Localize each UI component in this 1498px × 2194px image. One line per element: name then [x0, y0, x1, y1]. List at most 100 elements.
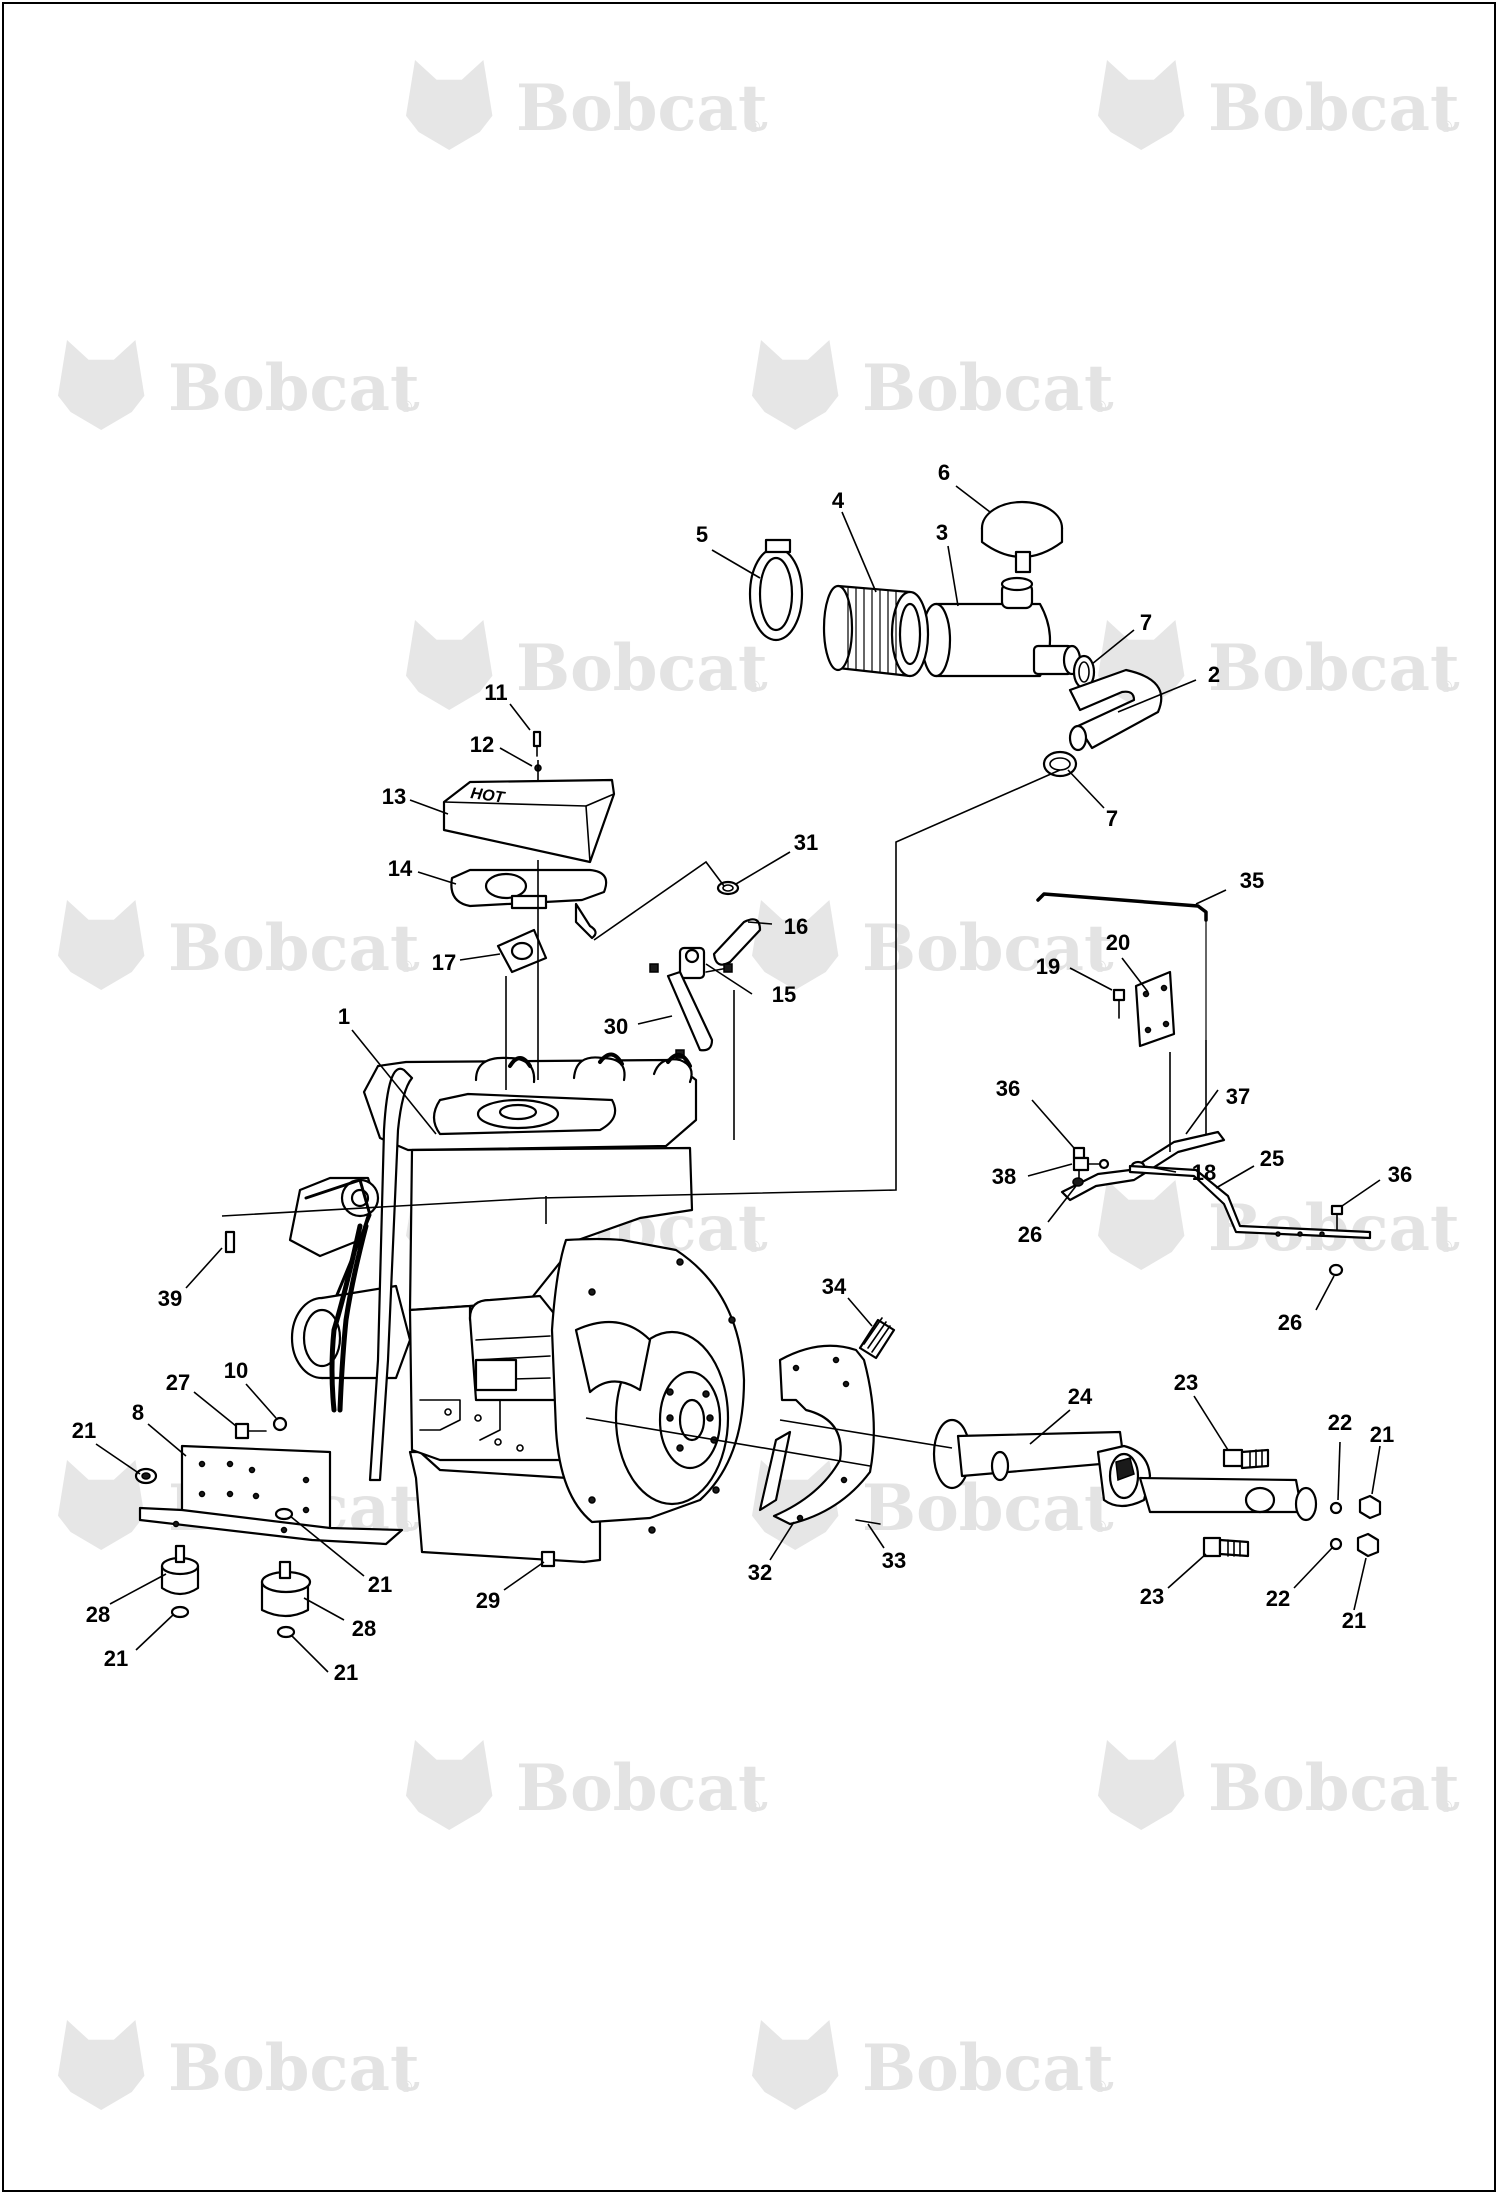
bobcat-logo-icon: [406, 1740, 493, 1830]
callout-18: 18: [1192, 1160, 1216, 1185]
watermark-registered-mark: ®: [398, 397, 414, 416]
bobcat-watermark: Bobcat®: [1098, 60, 1460, 150]
watermark-brand: Bobcat: [862, 911, 1114, 986]
callout-30: 30: [604, 1014, 628, 1039]
callouts: 1 2 3 4 5 6 7 7 8 10 11 12 13: [72, 460, 1412, 1685]
callout-8: 8: [132, 1400, 144, 1425]
bobcat-watermark: Bobcat®: [752, 900, 1114, 990]
callout-11: 11: [484, 680, 507, 705]
watermark-registered-mark: ®: [398, 2077, 414, 2096]
watermark-registered-mark: ®: [746, 117, 762, 136]
breather-clamp: [716, 880, 740, 896]
bobcat-watermark: Bobcat®: [752, 340, 1114, 430]
callout-21-a: 21: [72, 1418, 96, 1443]
breather-bracket: [649, 946, 733, 980]
bobcat-watermark: Bobcat®: [406, 620, 768, 710]
watermark-registered-mark: ®: [398, 1517, 414, 1536]
bobcat-logo-icon: [58, 340, 145, 430]
hot-warning-label: HOT: [469, 785, 506, 807]
throttle-group: [1036, 892, 1372, 1277]
throttle-bolt: [1112, 988, 1126, 1019]
callout-26-a: 26: [1018, 1222, 1042, 1247]
callout-34: 34: [822, 1274, 847, 1299]
bobcat-watermark: Bobcat®: [58, 900, 420, 990]
shaft-washer-lower: [1329, 1537, 1343, 1551]
callout-31: 31: [794, 830, 818, 855]
callout-25: 25: [1260, 1146, 1284, 1171]
bobcat-watermark: Bobcat®: [406, 60, 768, 150]
watermark-brand: Bobcat: [168, 2031, 420, 2106]
rod-nut: [1328, 1263, 1344, 1277]
watermark-registered-mark: ®: [746, 677, 762, 696]
callout-23-a: 23: [1174, 1370, 1198, 1395]
shaft-nut-lower: [1356, 1532, 1380, 1558]
shaft-nut-upper: [1358, 1494, 1382, 1520]
callout-13: 13: [382, 784, 406, 809]
callout-39: 39: [158, 1286, 182, 1311]
watermark-brand: Bobcat: [516, 1751, 768, 1826]
intake-elbow-hose: [1068, 668, 1163, 752]
callout-7-lower: 7: [1106, 806, 1118, 831]
rod-bolt: [1330, 1204, 1344, 1231]
callout-20: 20: [1106, 930, 1130, 955]
bobcat-watermark: Bobcat®: [1098, 620, 1460, 710]
flywheel-guard: [758, 1344, 875, 1526]
watermark-brand: Bobcat: [168, 911, 420, 986]
callout-10: 10: [224, 1358, 248, 1383]
bobcat-logo-icon: [58, 1460, 145, 1550]
band-clamp: [748, 538, 804, 642]
watermark-brand: Bobcat: [516, 71, 768, 146]
callout-21-c: 21: [104, 1646, 128, 1671]
watermark-registered-mark: ®: [1438, 1237, 1454, 1256]
muffler-group: HOT: [442, 730, 616, 974]
watermark-registered-mark: ®: [1092, 957, 1108, 976]
swivel-connector: [1072, 1156, 1110, 1172]
callout-21-d: 21: [334, 1660, 358, 1685]
callout-14: 14: [388, 856, 413, 881]
breather-group: [649, 880, 762, 1059]
shaft-washer-upper: [1329, 1501, 1343, 1515]
throttle-rod: [1036, 892, 1208, 922]
isolator-nut-left: [170, 1605, 190, 1619]
watermark-brand: Bobcat: [862, 1471, 1114, 1546]
watermark-brand: Bobcat: [862, 351, 1114, 426]
shaft-bolt-lower: [1202, 1536, 1250, 1558]
callout-21-b: 21: [368, 1572, 392, 1597]
watermark-registered-mark: ®: [1438, 1797, 1454, 1816]
isolator-right: [260, 1560, 312, 1618]
callout-39-bolt: [224, 1230, 236, 1254]
oil-pan: [408, 1450, 602, 1564]
engine-mount-group: [134, 1416, 404, 1639]
flywheel-housing: [550, 1237, 746, 1534]
drive-shaft: [932, 1418, 1318, 1522]
throttle-plate: [1134, 970, 1176, 1048]
callout-33: 33: [882, 1548, 906, 1573]
callout-23-b: 23: [1140, 1584, 1164, 1609]
callout-37: 37: [1226, 1084, 1250, 1109]
watermark-brand: Bobcat: [168, 351, 420, 426]
mount-bolt: [234, 1422, 267, 1440]
bobcat-watermark: Bobcat®: [1098, 1740, 1460, 1830]
watermark-brand: Bobcat: [862, 2031, 1114, 2106]
bobcat-logo-icon: [406, 620, 493, 710]
shield-bolt: [532, 730, 542, 757]
callout-21-e: 21: [1370, 1422, 1394, 1447]
bobcat-logo-icon: [1098, 1180, 1185, 1270]
callout-16: 16: [784, 914, 808, 939]
watermark-brand: Bobcat: [516, 631, 768, 706]
bobcat-logo-icon: [406, 60, 493, 150]
watermark-registered-mark: ®: [746, 1237, 762, 1256]
callout-17: 17: [432, 950, 456, 975]
bobcat-logo-icon: [752, 2020, 839, 2110]
bobcat-watermark: Bobcat®: [406, 1740, 768, 1830]
air-cleaner-housing: [920, 576, 1082, 678]
callout-32: 32: [748, 1560, 772, 1585]
callout-6: 6: [938, 460, 950, 485]
callout-38: 38: [992, 1164, 1016, 1189]
coupler-bolt: [858, 1317, 896, 1360]
watermark-registered-mark: ®: [398, 957, 414, 976]
watermark-registered-mark: ®: [1092, 397, 1108, 416]
breather-link: [666, 970, 714, 1052]
drive-group: [758, 1317, 1382, 1558]
bobcat-watermark: Bobcat®: [58, 340, 420, 430]
